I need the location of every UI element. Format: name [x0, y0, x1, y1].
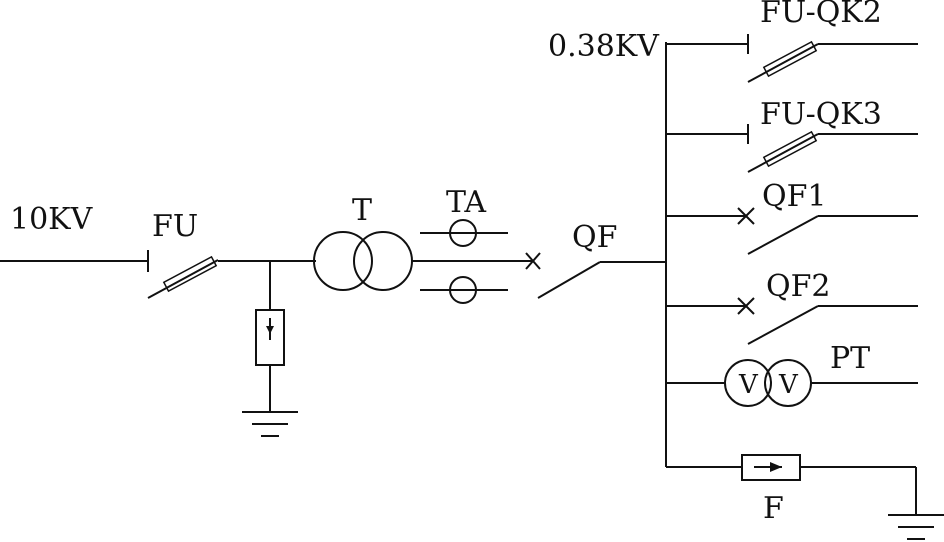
transformer-t-symbol: [313, 231, 413, 291]
main-breaker-qf-label: QF: [572, 220, 617, 255]
potential-transformer-pt-label: PT: [830, 341, 870, 376]
branch-fu-qk3-label: FU-QK3: [760, 97, 882, 132]
fuse-fu-label: FU: [152, 209, 198, 244]
hv-incoming-line: [0, 250, 149, 272]
hv-voltage-label: 10KV: [10, 202, 94, 237]
hv-arrester-symbol: [255, 261, 285, 412]
lv-voltage-label: 0.38KV: [548, 29, 660, 64]
main-breaker-qf-symbol: [525, 252, 666, 299]
branch-qf2-label: QF2: [766, 269, 831, 304]
current-transformer-ta-label: TA: [446, 185, 486, 220]
lv-arrester-f-symbol: [666, 454, 917, 515]
hv-ground-icon: [242, 411, 298, 437]
lv-arrester-f-label: F: [763, 491, 784, 526]
potential-transformer-pt-symbol: [666, 359, 918, 407]
current-transformer-ta-symbol: [449, 219, 477, 304]
branch-qf2: [666, 297, 918, 345]
lv-ground-icon: [888, 514, 944, 540]
branch-fu-qk2-label: FU-QK2: [760, 0, 882, 30]
branch-qf1: [666, 207, 918, 255]
branch-fu-qk2: [666, 34, 918, 83]
pt-coil-v2-label: V: [778, 370, 799, 400]
fuse-fu-symbol: [147, 255, 219, 299]
branch-fu-qk3: [666, 124, 918, 173]
pt-coil-v1-label: V: [738, 370, 759, 400]
transformer-t-label: T: [352, 193, 372, 228]
branch-qf1-label: QF1: [762, 179, 827, 214]
lv-conductors: [412, 232, 532, 291]
